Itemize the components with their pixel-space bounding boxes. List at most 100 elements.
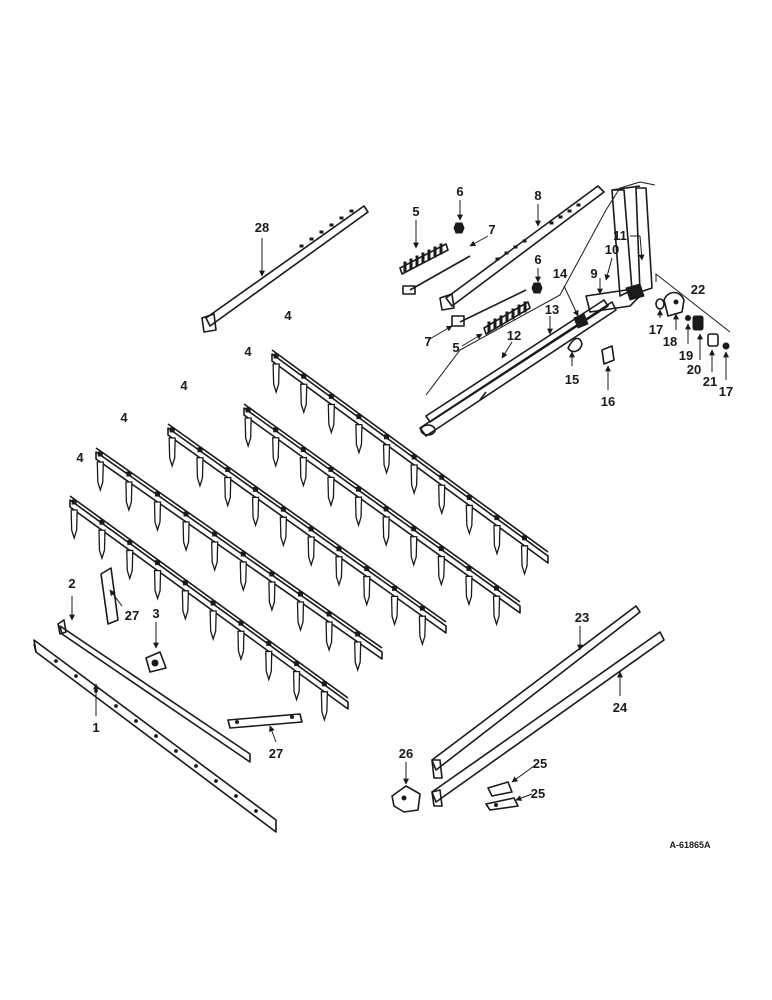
tooth-clamp — [169, 427, 175, 433]
harrow-tooth — [125, 481, 133, 513]
harrow-tooth — [181, 590, 190, 622]
tooth-clamp — [71, 499, 77, 505]
callout-labels: 1 2 3 4 4 4 4 4 5 5 6 6 7 7 8 9 10 11 12… — [68, 184, 733, 850]
harrow-tooth — [354, 496, 363, 528]
callout-17a: 17 — [649, 322, 663, 337]
part-17-washer-right — [722, 342, 730, 350]
tooth-clamp — [280, 506, 286, 512]
tooth-clamp — [183, 511, 189, 517]
part-4-tooth-bar — [167, 423, 447, 647]
harrow-tooth — [168, 437, 176, 469]
part-7-rod-lower — [451, 289, 527, 327]
harrow-tooth — [465, 575, 473, 607]
tooth-clamp — [266, 640, 272, 646]
tooth-clamp — [356, 486, 362, 492]
part-25-plate-lower — [485, 797, 519, 811]
harrow-tooth — [327, 476, 335, 508]
harrow-tooth — [465, 504, 474, 536]
part-18-latch — [663, 291, 685, 317]
bolt-hole — [234, 794, 238, 798]
part-1-bar — [33, 639, 277, 833]
bolt-hole — [114, 704, 118, 708]
part-8-bar — [439, 185, 605, 311]
bolt-hole — [134, 719, 138, 723]
tooth-clamp — [154, 491, 160, 497]
callout-4c: 4 — [180, 378, 188, 393]
callout-11: 11 — [613, 228, 627, 243]
harrow-tooth — [382, 444, 391, 476]
callout-13: 13 — [545, 302, 559, 317]
harrow-tooth — [410, 536, 418, 567]
tooth-clamp — [253, 486, 259, 492]
part-5-spring-upper — [399, 243, 449, 275]
tooth-clamp — [308, 526, 314, 532]
part-3-bracket — [145, 651, 167, 673]
callout-26: 26 — [399, 746, 413, 761]
drawing-reference: A-61865A — [669, 840, 711, 850]
part-16-bracket — [601, 345, 615, 365]
callout-12: 12 — [507, 328, 521, 343]
harrow-tooth — [335, 556, 343, 587]
tooth-clamp — [127, 539, 133, 545]
tooth-clamp — [126, 471, 132, 477]
callout-6a: 6 — [456, 184, 463, 199]
part-4-tooth-bar — [69, 495, 349, 723]
tooth-clamp — [383, 506, 389, 512]
tooth-clamp — [392, 585, 398, 591]
callout-28: 28 — [255, 220, 269, 235]
harrow-tooth — [320, 691, 329, 723]
callout-25b: 25 — [531, 786, 545, 801]
bolt-hole — [74, 674, 78, 678]
callout-2: 2 — [68, 576, 75, 591]
tooth-clamp — [384, 434, 390, 440]
frame-assembly — [419, 181, 656, 437]
part-5-spring-lower — [483, 301, 531, 335]
tooth-clamp — [494, 585, 500, 591]
tooth-clamp — [240, 551, 246, 557]
harrow-tooth — [493, 524, 501, 556]
tooth-clamp — [212, 531, 218, 537]
callout-5b: 5 — [452, 340, 459, 355]
callout-4b: 4 — [120, 410, 128, 425]
leader-arrows — [69, 200, 729, 801]
tooth-clamp — [336, 546, 342, 552]
bolt-hole — [194, 764, 198, 768]
harrow-tooth — [300, 383, 308, 415]
part-7-rod-upper — [402, 255, 471, 295]
harrow-tooth — [438, 484, 446, 516]
tooth-clamp — [364, 566, 370, 572]
harrow-tooth — [390, 595, 399, 627]
harrow-tooth — [265, 650, 273, 682]
part-20-spring — [692, 315, 704, 331]
harrow-tooth — [437, 555, 446, 587]
harrow-tooth — [268, 581, 276, 613]
tooth-clamp — [97, 451, 103, 457]
harrow-tooth — [182, 521, 190, 553]
harrow-tooth — [296, 601, 305, 633]
tooth-clamp — [225, 467, 231, 473]
part-4-tooth-bar — [95, 447, 383, 673]
bolt-hole — [254, 809, 258, 813]
callout-22: 22 — [691, 282, 705, 297]
tooth-clamp — [522, 535, 528, 541]
harrow-tooth — [325, 621, 333, 653]
harrow-tooth — [520, 545, 529, 577]
tooth-clamp — [294, 661, 300, 667]
tooth-clamp — [210, 600, 216, 606]
tooth-clamp — [355, 631, 361, 637]
harrow-tooth — [244, 417, 252, 449]
tooth-clamp — [494, 515, 500, 521]
tooth-clamp — [411, 526, 417, 532]
callout-14: 14 — [553, 266, 568, 281]
callout-7b: 7 — [424, 334, 431, 349]
callout-6b: 6 — [534, 252, 541, 267]
harrow-tooth — [98, 529, 106, 561]
harrow-tooth — [418, 615, 427, 647]
tooth-clamp — [269, 571, 275, 577]
callout-9: 9 — [590, 266, 597, 281]
callout-27a: 27 — [125, 608, 139, 623]
harrow-tooth — [363, 575, 371, 607]
tooth-clamp — [300, 447, 306, 453]
harrow-tooth — [239, 561, 247, 593]
part-4-tooth-bar — [271, 349, 549, 577]
